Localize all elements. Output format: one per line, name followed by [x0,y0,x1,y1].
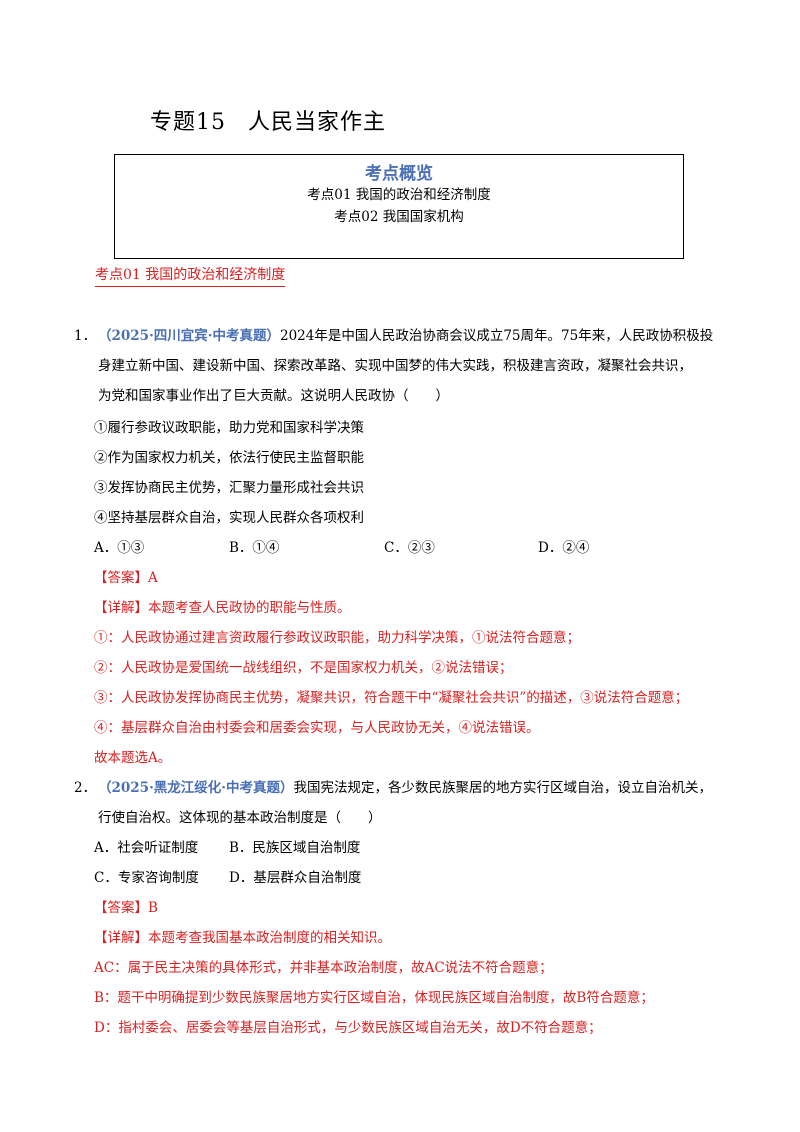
answer: 【答案】B [94,900,158,916]
option-d: D．基层群众自治制度 [229,870,362,886]
overview-heading: 考点概览 [365,164,433,184]
title-prefix: 专题15 [150,110,226,135]
option-a: A．社会听证制度 [94,840,199,856]
answer: 【答案】A [94,570,158,586]
option-c: C．专家咨询制度 [94,870,199,886]
detail: 【详解】本题考查人民政协的职能与性质。 [94,600,351,616]
option-a: A．①③ [94,540,145,556]
option-d: D．②④ [538,540,590,556]
question-stem-line: （2025·四川宜宾·中考真题）2024年是中国人民政治协商会议成立75周年。7… [98,324,713,344]
title-name: 人民当家作主 [248,110,387,135]
question-stem-line: （2025·黑龙江绥化·中考真题）我国宪法规定，各少数民族聚居的地方实行区域自治… [98,776,712,796]
analysis-line: AC：属于民主决策的具体形式，并非基本政治制度，故AC说法不符合题意； [94,960,553,976]
statement: ④坚持基层群众自治，实现人民群众各项权利 [94,510,364,526]
overview-box: 考点概览 考点01 我国的政治和经济制度 考点02 我国国家机构 [114,154,684,259]
option-b: B．①④ [229,540,280,556]
question-stem-line: 身建立新中国、建设新中国、探索改革路、实现中国梦的伟大实践，积极建言资政，凝聚社… [98,358,692,374]
overview-item: 考点01 我国的政治和经济制度 [307,187,491,203]
option-b: B．民族区域自治制度 [229,840,361,856]
detail: 【详解】本题考查我国基本政治制度的相关知识。 [94,930,391,946]
question-source: （2025·黑龙江绥化·中考真题） [98,780,294,796]
analysis-line: D：指村委会、居委会等基层自治形式，与少数民族区域自治无关，故D不符合题意； [94,1020,602,1036]
question-number: 2． [74,780,97,796]
analysis-line: B：题干中明确提到少数民族聚居地方实行区域自治，体现民族区域自治制度，故B符合题… [94,990,654,1006]
stem-text: 2024年是中国人民政治协商会议成立75周年。75年来，人民政协积极投 [279,328,714,344]
statement: ②作为国家权力机关，依法行使民主监督职能 [94,450,364,466]
section-heading: 考点01 我国的政治和经济制度 [95,264,286,287]
statement: ③发挥协商民主优势，汇聚力量形成社会共识 [94,480,364,496]
statement: ①履行参政议政职能，助力党和国家科学决策 [94,420,364,436]
analysis-line: ④：基层群众自治由村委会和居委会实现，与人民政协无关，④说法错误。 [94,720,540,736]
analysis-line: ②：人民政协是爱国统一战线组织，不是国家权力机关，②说法错误； [94,660,513,676]
question-source: （2025·四川宜宾·中考真题） [98,328,280,344]
analysis-line: ①：人民政协通过建言资政履行参政议政职能，助力科学决策，①说法符合题意； [94,630,580,646]
page-title: 专题15 人民当家作主 [150,104,386,136]
question-number: 1． [74,328,97,344]
question-stem-line: 行使自治权。这体现的基本政治制度是（ ） [98,810,382,826]
option-c: C．②③ [384,540,435,556]
question-stem-line: 为党和国家事业作出了巨大贡献。这说明人民政协（ ） [98,388,449,404]
analysis-line: ③：人民政协发挥协商民主优势，凝聚共识，符合题干中“凝聚社会共识”的描述，③说法… [94,690,689,706]
conclusion: 故本题选A。 [94,750,172,766]
overview-item: 考点02 我国国家机构 [334,209,464,225]
stem-text: 我国宪法规定，各少数民族聚居的地方实行区域自治，设立自治机关， [293,780,712,796]
